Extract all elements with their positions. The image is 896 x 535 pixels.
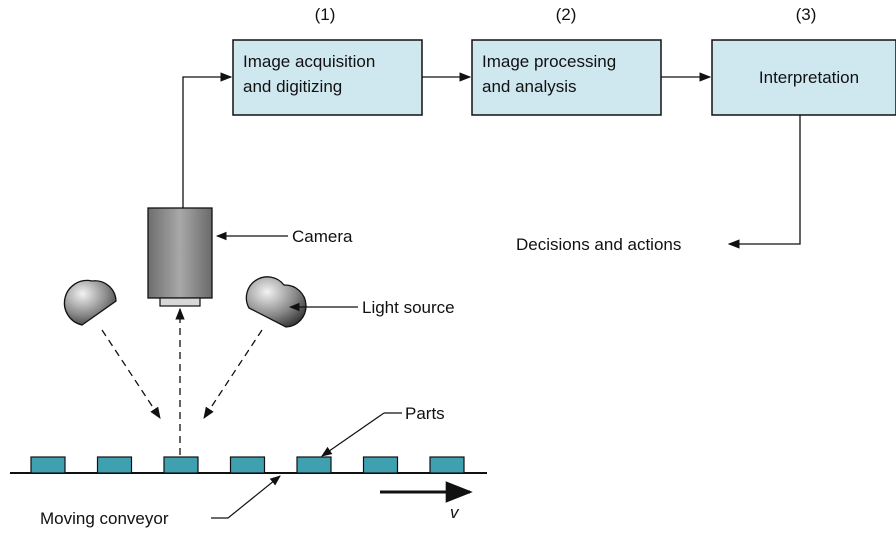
conveyor-part xyxy=(163,456,199,474)
step-number-3: (3) xyxy=(796,5,817,24)
box-3-line-1: Interpretation xyxy=(759,68,859,87)
lamp-icon xyxy=(245,276,307,328)
parts-pointer xyxy=(321,412,385,457)
conveyor-label: Moving conveyor xyxy=(40,509,169,528)
light-ray-right xyxy=(203,329,263,419)
conveyor-part xyxy=(362,456,399,474)
conveyor-part xyxy=(30,456,66,474)
box-1-line-1: Image acquisition xyxy=(243,52,375,71)
conveyor-pointer xyxy=(211,475,281,519)
box-2-line-2: and analysis xyxy=(482,77,577,96)
box-2-line-1: Image processing xyxy=(482,52,616,71)
box-1-line-2: and digitizing xyxy=(243,77,342,96)
box-image-processing: Image processing and analysis xyxy=(471,39,662,116)
box-interpretation: Interpretation xyxy=(711,39,896,116)
camera-label: Camera xyxy=(292,227,353,246)
box-image-acquisition: Image acquisition and digitizing xyxy=(232,39,423,116)
parts-group xyxy=(30,456,465,474)
parts-label: Parts xyxy=(405,404,445,423)
lamp-icon xyxy=(63,279,117,326)
velocity-label: v xyxy=(450,503,460,522)
arrow-camera-to-box1 xyxy=(182,72,233,208)
light-source-label: Light source xyxy=(362,298,455,317)
arrow-interpretation-to-decisions xyxy=(727,115,801,249)
conveyor-part xyxy=(96,456,133,474)
step-number-1: (1) xyxy=(315,5,336,24)
conveyor-part xyxy=(296,456,332,474)
light-ray-left xyxy=(101,329,161,419)
step-number-2: (2) xyxy=(556,5,577,24)
conveyor-part xyxy=(429,456,465,474)
conveyor-part xyxy=(229,456,266,474)
decisions-label: Decisions and actions xyxy=(516,235,681,254)
camera-icon xyxy=(147,207,213,307)
